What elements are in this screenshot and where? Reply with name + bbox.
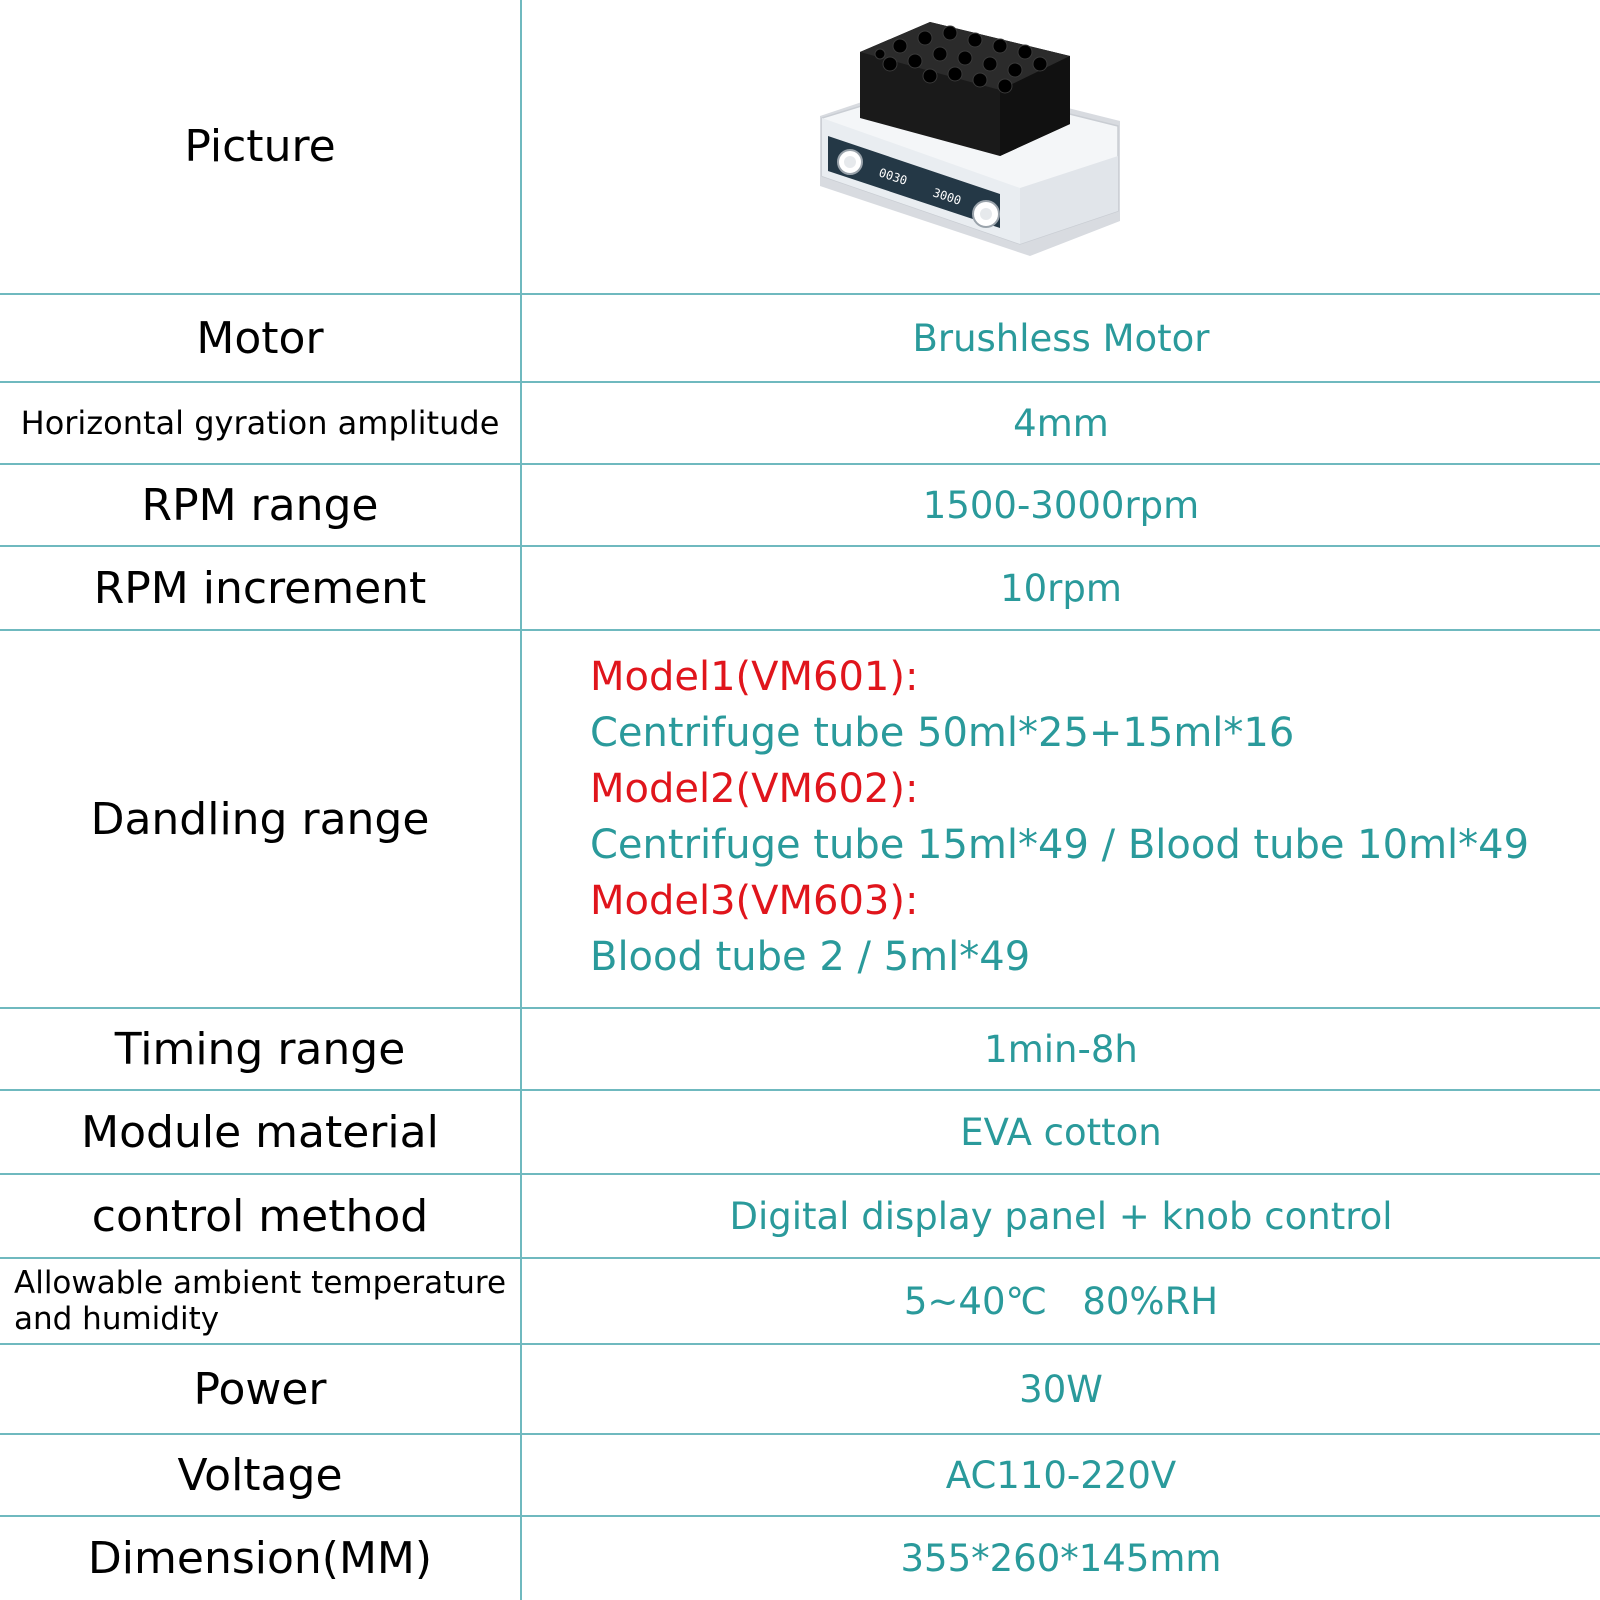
- model1-capacity: Centrifuge tube 50ml*25+15ml*16: [590, 710, 1295, 756]
- label-control-method: control method: [91, 1190, 429, 1242]
- row-motor: Motor Brushless Motor: [0, 295, 1600, 383]
- model2-capacity: Centrifuge tube 15ml*49 / Blood tube 10m…: [590, 822, 1530, 868]
- row-control-method: control method Digital display panel + k…: [0, 1175, 1600, 1259]
- label-ambient-line-2: and humidity: [14, 1301, 220, 1337]
- row-timing-range: Timing range 1min-8h: [0, 1009, 1600, 1091]
- value-rpm-increment: 10rpm: [1000, 566, 1122, 610]
- row-picture: Picture 0030 3000: [0, 0, 1600, 295]
- product-image: 0030 3000: [820, 22, 1120, 256]
- label-motor: Motor: [196, 312, 324, 364]
- row-dandling-range: Dandling range Model1(VM601): Centrifuge…: [0, 631, 1600, 1009]
- row-rpm-increment: RPM increment 10rpm: [0, 547, 1600, 631]
- value-voltage: AC110-220V: [945, 1453, 1177, 1497]
- model3-capacity: Blood tube 2 / 5ml*49: [590, 934, 1031, 980]
- value-dimension: 355*260*145mm: [900, 1537, 1222, 1580]
- label-rpm-increment: RPM increment: [93, 562, 427, 614]
- model3-heading: Model3(VM603):: [590, 878, 919, 924]
- value-power: 30W: [1019, 1367, 1103, 1411]
- value-module-material: EVA cotton: [960, 1110, 1162, 1154]
- label-dimension: Dimension(MM): [87, 1533, 433, 1584]
- label-dandling-range: Dandling range: [90, 793, 430, 845]
- value-dandling-range: Model1(VM601): Centrifuge tube 50ml*25+1…: [522, 631, 1600, 1007]
- model1-heading: Model1(VM601):: [590, 654, 919, 700]
- row-gyration-amplitude: Horizontal gyration amplitude 4mm: [0, 383, 1600, 465]
- column-divider: [520, 0, 522, 1600]
- row-power: Power 30W: [0, 1345, 1600, 1435]
- label-ambient-line-1: Allowable ambient temperature: [14, 1265, 507, 1301]
- label-module-material: Module material: [81, 1106, 439, 1158]
- row-voltage: Voltage AC110-220V: [0, 1435, 1600, 1517]
- value-gyration-amplitude: 4mm: [1013, 401, 1109, 445]
- label-rpm-range: RPM range: [141, 479, 379, 531]
- value-timing-range: 1min-8h: [984, 1027, 1138, 1071]
- row-rpm-range: RPM range 1500-3000rpm: [0, 465, 1600, 547]
- model2-heading: Model2(VM602):: [590, 766, 919, 812]
- row-module-material: Module material EVA cotton: [0, 1091, 1600, 1175]
- row-ambient-conditions: Allowable ambient temperature and humidi…: [0, 1259, 1600, 1345]
- label-picture: Picture: [184, 121, 336, 172]
- value-control-method: Digital display panel + knob control: [729, 1194, 1393, 1238]
- label-power: Power: [193, 1363, 327, 1415]
- label-timing-range: Timing range: [114, 1023, 406, 1075]
- row-dimension: Dimension(MM) 355*260*145mm: [0, 1517, 1600, 1600]
- value-ambient-conditions: 5~40℃ 80%RH: [903, 1279, 1219, 1323]
- value-motor: Brushless Motor: [912, 316, 1210, 360]
- label-ambient-conditions: Allowable ambient temperature and humidi…: [0, 1259, 520, 1343]
- label-voltage: Voltage: [177, 1449, 343, 1501]
- value-rpm-range: 1500-3000rpm: [922, 483, 1200, 527]
- label-gyration-amplitude: Horizontal gyration amplitude: [20, 404, 500, 442]
